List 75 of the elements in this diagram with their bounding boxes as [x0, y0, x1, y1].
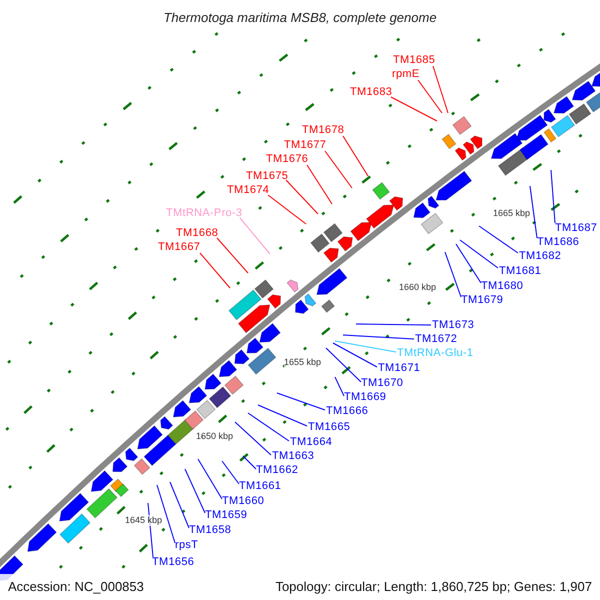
gene-label: TM1658: [189, 524, 232, 536]
leader-line: [170, 482, 190, 528]
gene-label: TM1668: [176, 227, 218, 239]
leader-line: [286, 180, 318, 214]
leader-line: [156, 484, 176, 544]
leader-line: [390, 96, 438, 122]
leader-line: [444, 252, 462, 298]
gene-label: TM1687: [555, 222, 598, 234]
gene-label: TM1686: [537, 236, 580, 248]
leader-line: [184, 468, 206, 514]
leader-line: [418, 80, 442, 114]
gene-label: TM1662: [256, 464, 298, 476]
leader-line: [248, 412, 290, 442]
leader-line: [342, 136, 368, 176]
gene-label: rpmE: [392, 68, 420, 80]
leader-line: [460, 240, 498, 268]
gene-label: TM1656: [152, 556, 194, 568]
leader-line: [456, 244, 482, 284]
gene-label: TM1673: [432, 319, 474, 331]
gene-label: TM1674: [227, 184, 270, 196]
gene-label: TM1661: [239, 480, 282, 492]
leader-line: [276, 392, 326, 410]
gene-label: TM1682: [519, 250, 562, 262]
accession-text: Accession: NC_000853: [8, 578, 144, 596]
leader-line: [332, 342, 378, 368]
scale-label: 1645 kbp: [125, 515, 162, 526]
leader-line: [342, 334, 414, 340]
gene-label: TM1672: [415, 333, 458, 345]
leader-line: [306, 164, 332, 204]
genome-stats-text: Topology: circular; Length: 1,860,725 bp; Genes: 1,907: [275, 578, 592, 596]
leader-line: [432, 66, 448, 114]
gene-label: TM1685: [393, 54, 436, 66]
leader-line: [268, 194, 306, 224]
gene-label: TM1665: [308, 421, 350, 433]
gene-label: TM1678: [302, 124, 344, 136]
gene-label: TM1667: [158, 241, 200, 253]
leader-line: [356, 324, 432, 326]
leader-line: [200, 252, 230, 288]
leader-line: [324, 150, 352, 188]
gene-label: TMtRNA-Glu-1: [397, 347, 474, 359]
gene-label: TM1677: [284, 139, 326, 151]
gene-label: TM1663: [272, 450, 314, 462]
leader-line: [334, 376, 344, 396]
gene-label: TM1675: [246, 170, 288, 182]
scale-label: 1650 kbp: [196, 431, 234, 442]
scale-label: 1660 kbp: [399, 282, 436, 293]
gene-label: rpsT: [175, 539, 198, 551]
gene-label: TM1660: [222, 495, 264, 507]
leader-line: [216, 238, 248, 274]
leader-line: [240, 218, 270, 254]
leader-line: [530, 186, 538, 238]
map-title: Thermotoga maritima MSB8, complete genome: [163, 9, 437, 27]
gene-label: TM1676: [266, 153, 308, 165]
gene-label: TM1670: [361, 377, 404, 389]
leader-line: [550, 170, 556, 224]
leader-line: [234, 422, 272, 456]
leader-line: [478, 226, 518, 254]
gene-label: TM1671: [378, 362, 420, 374]
leader-line: [242, 456, 256, 470]
scale-label: 1665 kbp: [493, 208, 530, 219]
gene-label: TM1680: [481, 280, 524, 292]
gene-label: TMtRNA-Pro-3: [166, 207, 242, 219]
gene-label: TM1669: [344, 391, 386, 403]
leader-line: [222, 460, 240, 484]
leader-line: [334, 340, 396, 352]
leader-line: [198, 458, 222, 500]
leader-line: [326, 348, 362, 382]
gene-label: TM1659: [205, 509, 248, 521]
gene-label: TM1679: [461, 294, 504, 306]
gene-label: TM1664: [290, 436, 332, 448]
gene-label: TM1681: [499, 265, 542, 277]
gene-label: TM1666: [326, 405, 368, 417]
scale-label: 1655 kbp: [284, 357, 322, 368]
leader-line: [258, 404, 308, 426]
gene-label: TM1683: [350, 86, 392, 98]
